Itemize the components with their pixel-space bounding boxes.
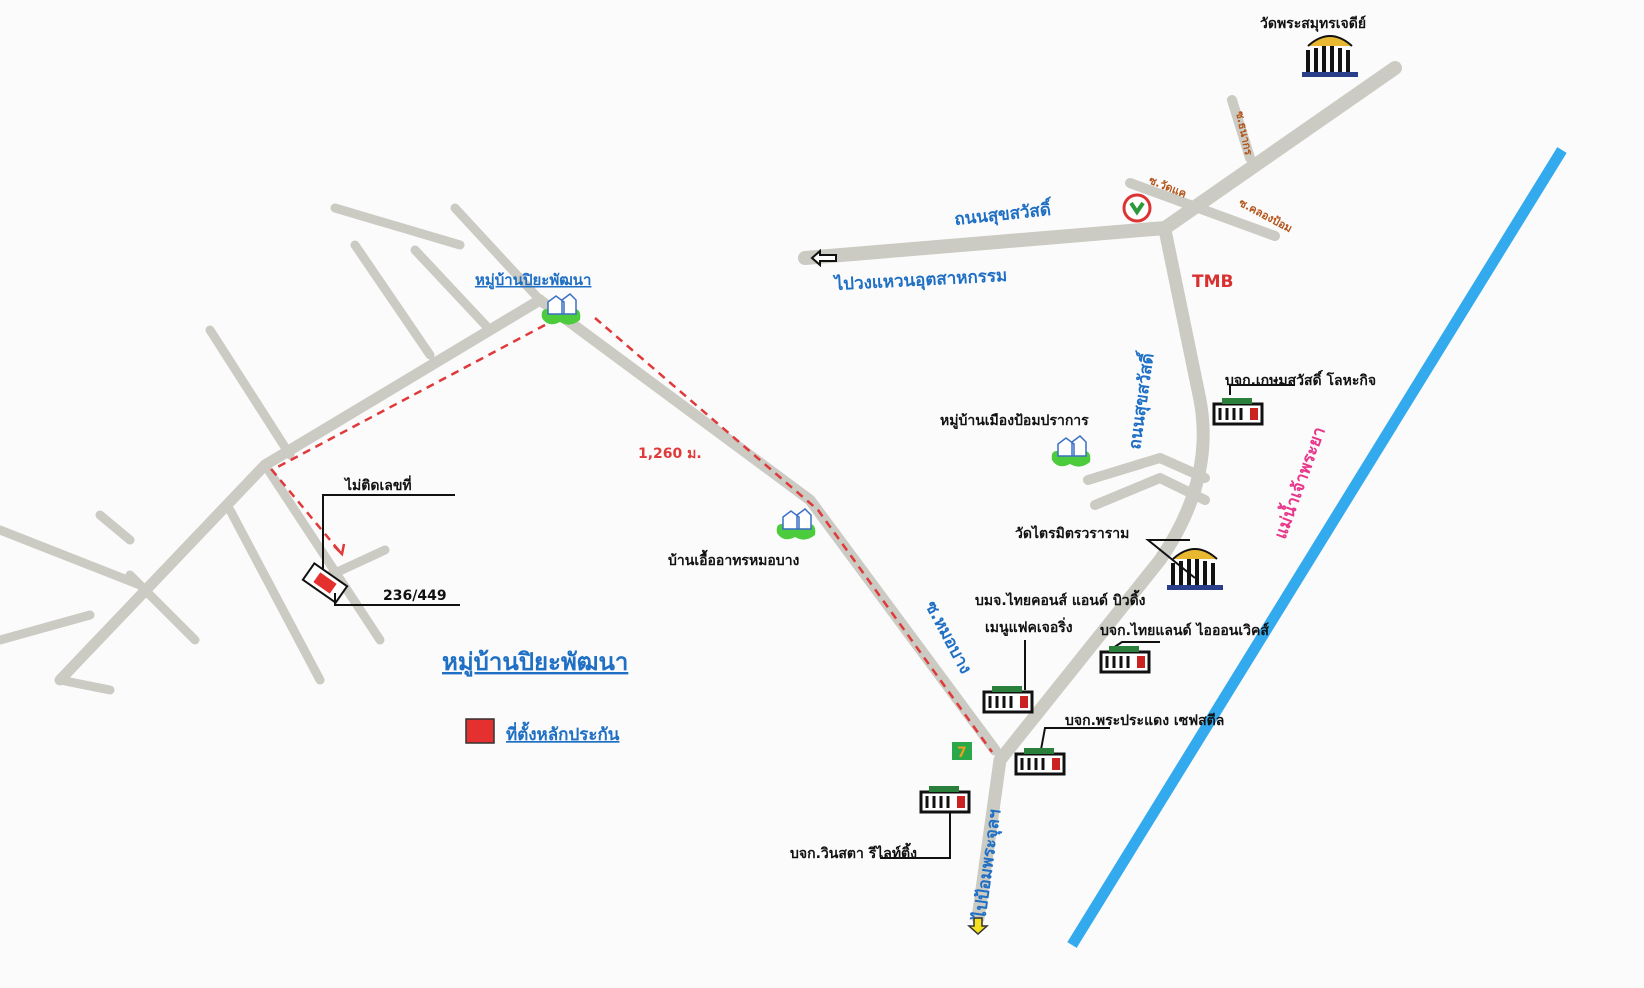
distance-label: 1,260 ม. (638, 446, 702, 462)
muang-pom-prakan-label: หมู่บ้านเมืองป้อมปราการ (940, 413, 1089, 429)
factory-icon (1212, 396, 1264, 426)
suksawat-road-label: ถนนสุขสวัสดิ์ (953, 196, 1054, 230)
baan-ua-arthorn-label: บ้านเอื้ออาทรหมอบาง (668, 549, 800, 569)
leader-line (1039, 727, 1110, 756)
winsta-label: บจก.วินสตา รีไลท์ติ้ง (790, 842, 917, 862)
factory-icon (1014, 746, 1066, 776)
factory-icon (1099, 644, 1151, 674)
wat-phra-samut-chedi-label: วัดพระสมุทรเจดีย์ (1260, 15, 1366, 32)
to-industrial-ring-label: ไปวงแหวนอุตสาหกรรม (832, 265, 1008, 295)
legend-collateral-swatch (465, 718, 495, 744)
no-house-number-label: ไม่ติดเลขที่ (343, 475, 412, 494)
bank-kbank-icon (1122, 193, 1152, 223)
thai-cons-label-line2: เมนูแฟคเจอริ่ง (985, 617, 1073, 636)
soi-thanakorn-label: ซ.ธนากร (1233, 110, 1255, 156)
piya-pattana-top-label: หมู่บ้านปิยะพัฒนา (475, 271, 591, 290)
leader-line (1229, 384, 1295, 395)
house-number-label: 236/449 (383, 588, 447, 604)
road-network (0, 61, 1402, 925)
temple-icon (1165, 547, 1225, 592)
temple-icon (1300, 34, 1360, 79)
suksawat-road-vertical-label: ถนนสุขสวัสดิ์ (1121, 349, 1159, 450)
village-icon (1050, 435, 1092, 468)
chao-phraya-label: แม่น้ำเจ้าพระยา (1267, 423, 1330, 542)
legend-collateral-label: ที่ตั้งหลักประกัน (506, 721, 620, 745)
village-icon (775, 508, 817, 541)
piya-pattana-title: หมู่บ้านปิยะพัฒนา (442, 648, 628, 677)
tmb-bank-label: TMB (1192, 272, 1233, 292)
collateral-plot (301, 561, 349, 605)
kasem-sawat-label: บจก.เกษมสวัสดิ์ โลหะกิจ (1225, 369, 1376, 389)
route-line (270, 323, 546, 553)
arrow-down-icon (967, 917, 989, 936)
svg-text:7: 7 (957, 745, 967, 761)
phra-pradaeng-steel-label: บจก.พระประแดง เซฟสตีล (1065, 713, 1224, 729)
leader-line (880, 810, 951, 859)
wat-traimit-label: วัดไตรมิตรวราราม (1015, 524, 1129, 542)
chao-phraya-river (1067, 147, 1567, 948)
to-pom-phra-chun-label: ไปป้อมพระจุลฯ (969, 808, 1006, 923)
thai-cons-label-line1: บมจ.ไทยคอนส์ แอนด์ บิวดิ้ง (975, 589, 1146, 609)
village-icon (540, 293, 582, 326)
leader-line (322, 494, 455, 570)
leader-line (334, 593, 460, 606)
route-line (594, 317, 994, 753)
arrow-left-icon (810, 248, 837, 268)
seven-eleven-icon: 7 (952, 742, 972, 761)
thailand-iron-label: บจก.ไทยแลนด์ ไอออนเวิคส์ (1100, 621, 1269, 639)
route-arrow-icon (333, 543, 346, 557)
factory-icon (919, 784, 971, 814)
